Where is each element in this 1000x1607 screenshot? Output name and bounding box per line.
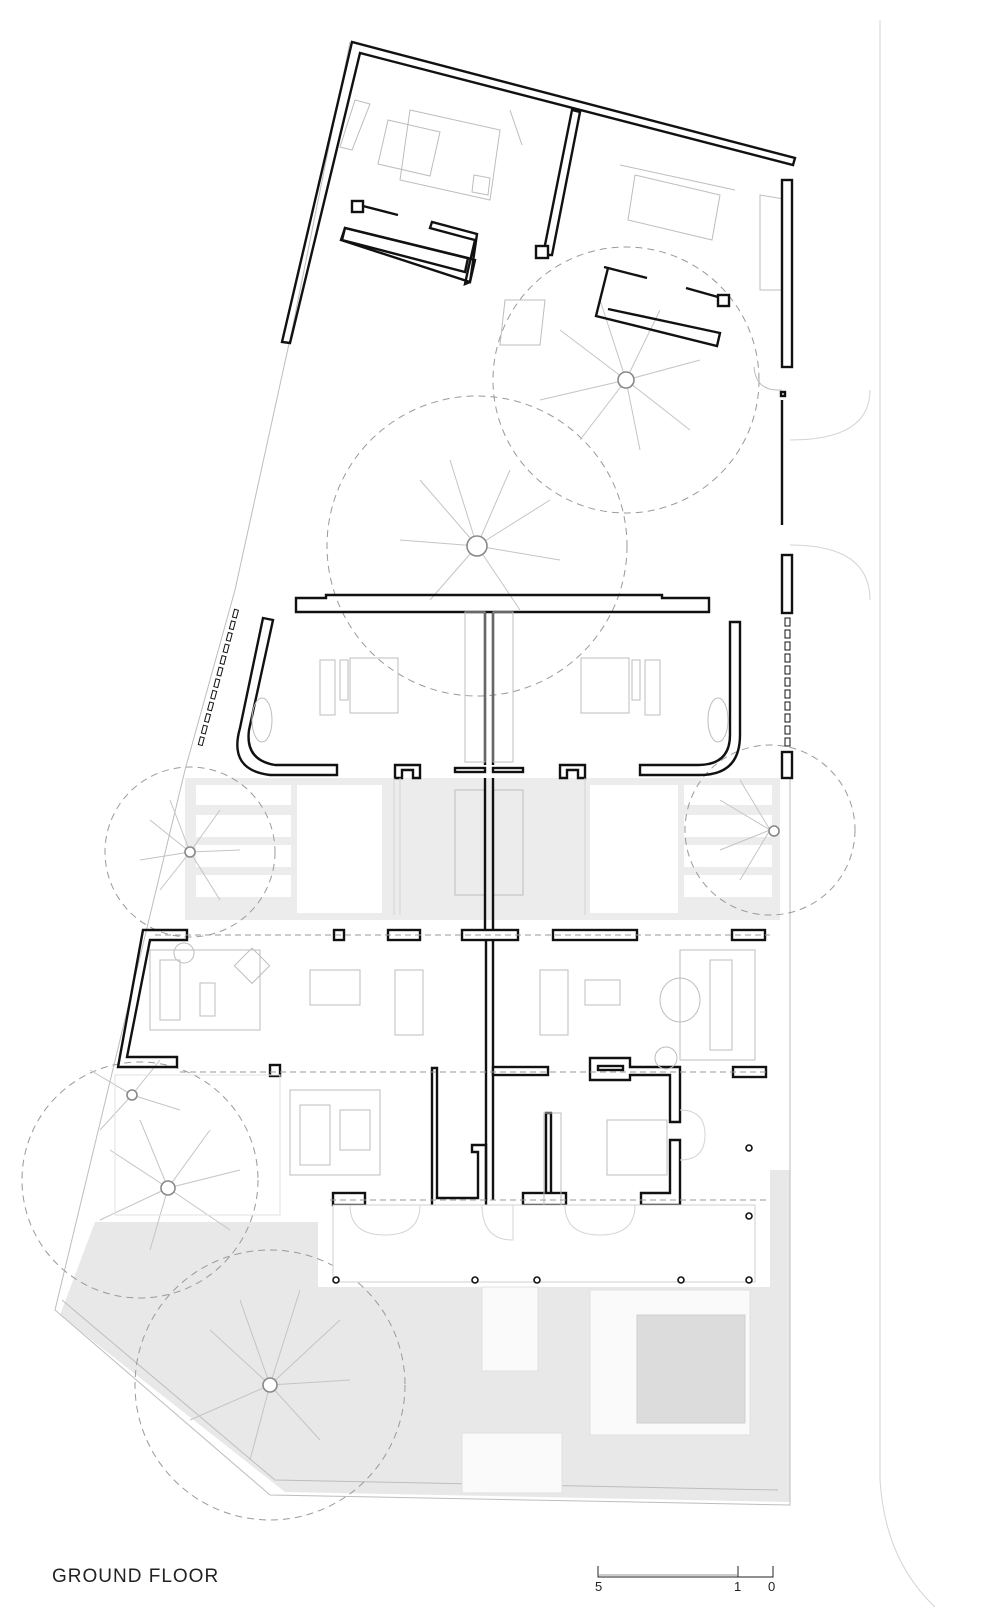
terrace-doors bbox=[349, 1109, 706, 1241]
living-outline-dash bbox=[155, 934, 770, 1201]
site-boundary-inner bbox=[61, 1299, 779, 1491]
scale-label-1: 1 bbox=[734, 1579, 742, 1594]
tree-canopy-courtyard-left bbox=[104, 766, 276, 938]
garden-steps-lower bbox=[461, 1432, 563, 1494]
courtyard-planters bbox=[196, 785, 772, 913]
covered-terrace bbox=[332, 1204, 756, 1283]
pool-water bbox=[636, 1314, 746, 1424]
north-outdoor-stairs bbox=[499, 299, 546, 346]
central-block-top-wall bbox=[294, 593, 711, 614]
north-bath-left-post bbox=[350, 199, 365, 214]
east-strip bbox=[770, 1170, 790, 1290]
east-gate-door bbox=[753, 366, 783, 391]
living-furniture bbox=[149, 942, 756, 1206]
tree-canopy-garden-west bbox=[21, 1061, 259, 1299]
terrace-columns bbox=[332, 1144, 753, 1284]
north-bath-right-stub-2 bbox=[607, 266, 648, 280]
north-bath-left-stub bbox=[362, 204, 399, 217]
east-screen-slats bbox=[784, 617, 791, 747]
central-door-left bbox=[453, 766, 487, 774]
tree-trunks bbox=[126, 371, 780, 1393]
street-driveway-curve bbox=[789, 389, 871, 441]
east-wall-north bbox=[780, 178, 794, 369]
bath-wall bbox=[430, 1066, 488, 1208]
bedroom-south-wall bbox=[639, 1138, 682, 1207]
north-pavilion-partition bbox=[541, 108, 582, 257]
north-bath-right bbox=[594, 265, 722, 348]
west-screen-slats bbox=[197, 608, 240, 747]
tree-canopy-garden-south bbox=[134, 1249, 406, 1521]
scale-label-0: 0 bbox=[768, 1579, 776, 1594]
north-bath-right-stub bbox=[685, 286, 719, 299]
central-left-curved-wall bbox=[236, 616, 339, 777]
living-divider bbox=[491, 1065, 550, 1077]
courtyard-party-wall bbox=[483, 778, 495, 930]
north-bath-right-post bbox=[716, 293, 731, 308]
central-left-opening bbox=[393, 763, 422, 780]
tree-canopy-north bbox=[492, 246, 760, 514]
east-wall-mid bbox=[780, 553, 794, 615]
north-bath-left-box bbox=[340, 226, 470, 274]
bedroom-wall-slot bbox=[596, 1064, 625, 1072]
east-wall-south bbox=[780, 750, 794, 780]
tree-branches bbox=[89, 299, 771, 1461]
south-opening-1 bbox=[331, 1191, 367, 1207]
living-west-wall bbox=[116, 928, 189, 1069]
central-right-curved-wall bbox=[638, 620, 742, 777]
north-pavilion-outer-wall bbox=[280, 40, 797, 345]
bedroom-wall bbox=[588, 1056, 682, 1124]
drawing-title: GROUND FLOOR bbox=[52, 1566, 220, 1587]
west-deck bbox=[114, 1074, 281, 1216]
street-curb-line bbox=[879, 20, 936, 1607]
courtyard-wall-left bbox=[393, 778, 401, 915]
north-furniture bbox=[377, 109, 736, 241]
scale-bar-graphic bbox=[597, 1566, 774, 1578]
central-party-wall bbox=[483, 612, 495, 765]
north-pavilion-partition-post bbox=[534, 244, 550, 260]
central-furniture bbox=[251, 611, 729, 763]
terrace-steps bbox=[481, 1286, 539, 1372]
bedroom-closet bbox=[544, 1111, 553, 1205]
scale-label-5: 5 bbox=[595, 1579, 603, 1594]
site-boundary bbox=[54, 41, 791, 1506]
scale-bar: 5 1 0 bbox=[595, 1565, 777, 1605]
living-post-2 bbox=[268, 1063, 282, 1078]
east-gate-post bbox=[779, 390, 787, 398]
north-bath-left bbox=[339, 220, 479, 286]
tree-canopy-courtyard-right bbox=[684, 744, 856, 916]
tree-canopy-central bbox=[326, 395, 628, 697]
street-driveway-curve-2 bbox=[789, 544, 871, 601]
central-door-right bbox=[491, 766, 525, 774]
central-right-opening bbox=[558, 763, 587, 780]
